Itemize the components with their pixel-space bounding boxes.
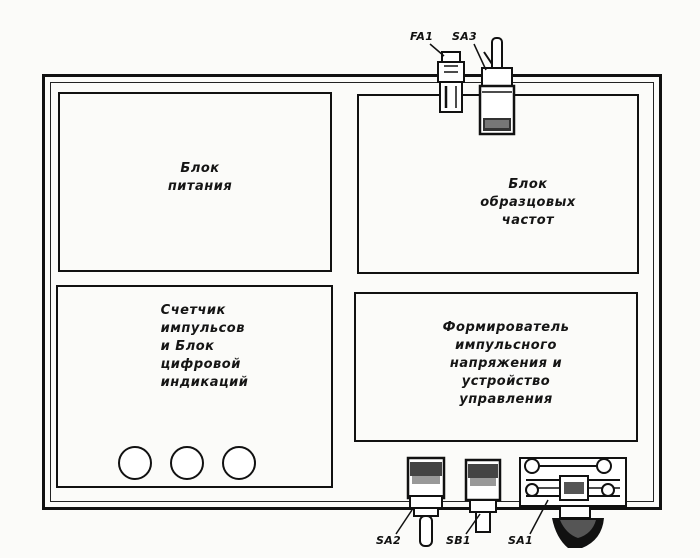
leader-sa2 (395, 509, 413, 535)
leader-sb1 (465, 513, 481, 535)
toggle-sa3-icon (478, 37, 516, 136)
pulse-shaper-block: Формирователь импульсного напряжения и у… (354, 292, 638, 442)
fuse-fa1-label: FA1 (410, 30, 434, 43)
pulse-counter-block: Счетчик импульсов и Блок цифровой индика… (56, 285, 333, 488)
toggle-sa2-icon (406, 456, 446, 547)
button-sb1-label: SB1 (446, 534, 471, 547)
power-supply-label: Блок питания (167, 161, 233, 194)
switch-sa1-icon (519, 457, 627, 548)
leader-sa3 (473, 43, 487, 71)
switch-sa1-label: SA1 (508, 534, 533, 547)
power-supply-block: Блок питания (58, 92, 332, 272)
fuse-fa1-icon (437, 51, 465, 113)
pulse-shaper-label: Формирователь импульсного напряжения и у… (442, 320, 570, 407)
panel-inner-frame (50, 82, 654, 502)
leader-sa1 (529, 499, 549, 535)
leader-fa1 (429, 43, 445, 57)
indicator-lamp-3 (222, 446, 256, 480)
panel-outer-frame (42, 74, 662, 510)
indicator-lamp-2 (170, 446, 204, 480)
reference-frequency-block: Блок образцовых частот (357, 94, 639, 274)
pulse-counter-label: Счетчик импульсов и Блок цифровой индика… (160, 303, 249, 390)
indicator-lamp-1 (118, 446, 152, 480)
reference-frequency-label: Блок образцовых частот (480, 177, 576, 228)
button-sb1-icon (464, 458, 502, 533)
toggle-sa3-label: SA3 (452, 30, 477, 43)
toggle-sa2-label: SA2 (376, 534, 401, 547)
